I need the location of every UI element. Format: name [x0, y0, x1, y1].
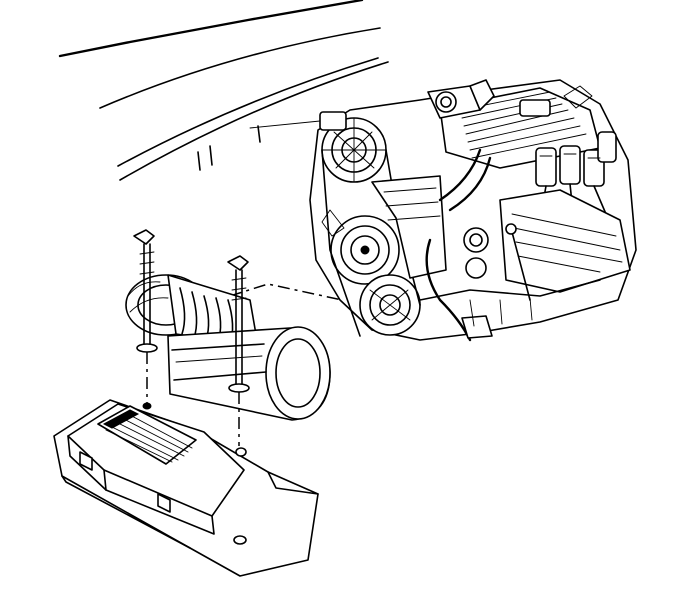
fastener-bolt-right	[227, 255, 250, 393]
hood-edge	[58, 0, 389, 181]
ignition-coil-cluster	[535, 131, 617, 223]
fastener-bolt-left	[133, 229, 158, 353]
engine-cover	[53, 399, 319, 577]
resonator	[167, 326, 331, 421]
engine-assembly	[309, 79, 637, 342]
duct-alignment-line	[229, 283, 343, 301]
